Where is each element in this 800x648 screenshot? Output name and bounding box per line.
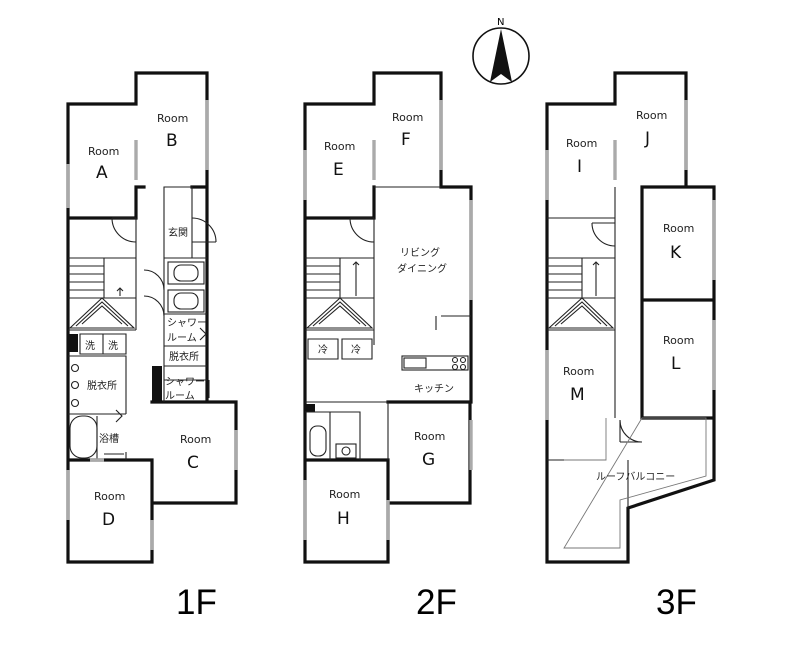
fridge-label-1: 冷 (318, 343, 328, 356)
fridges-icon (307, 338, 373, 360)
room-d-name: Room (94, 490, 125, 503)
dressing-room-right-label: 脱衣所 (169, 350, 199, 363)
floor-1f (66, 71, 238, 564)
room-e-letter: E (333, 160, 344, 180)
bathtub-icon (69, 415, 127, 460)
room-h-letter: H (337, 509, 350, 529)
room-f-letter: F (401, 130, 411, 150)
kitchen-counter-icon (401, 355, 469, 371)
shower-rooms-1f (164, 313, 210, 398)
door-room-e-icon (349, 217, 375, 243)
room-a-letter: A (96, 163, 108, 183)
floor-2f (303, 71, 473, 564)
room-c-letter: C (187, 453, 199, 473)
stairs-2f-icon (305, 257, 374, 329)
shower-room-bottom-label-2: ルーム (165, 390, 195, 402)
corridor-1f (163, 186, 207, 402)
room-e-name: Room (324, 140, 355, 153)
room-c-name: Room (180, 433, 211, 446)
room-k-letter: K (670, 243, 682, 263)
compass-ring-icon (472, 27, 530, 85)
room-m-name: Room (563, 365, 594, 378)
room-j-letter: J (644, 129, 650, 149)
wall-block-1f (152, 366, 162, 402)
room-g-name: Room (414, 430, 445, 443)
toilet-2f-icon (305, 404, 361, 460)
room-k-name: Room (663, 222, 694, 235)
room-g-letter: G (422, 450, 435, 470)
room-l-letter: L (671, 354, 681, 374)
bathtub-label: 浴槽 (99, 432, 119, 445)
shower-room-bottom-label-1: シャワー (165, 377, 205, 388)
compass: N (472, 17, 530, 85)
windows-3f (545, 100, 716, 420)
kitchen-label: キッチン (414, 383, 454, 395)
room-j-name: Room (636, 109, 667, 122)
roof-balcony-label: ルーフバルコニー (596, 471, 675, 483)
fridge-label-2: 冷 (351, 343, 361, 356)
floor-label-2f: 2F (416, 583, 457, 622)
stairs-3f-icon (547, 257, 615, 329)
partitions-2f (305, 186, 441, 460)
floor-3f (545, 71, 716, 564)
stairs-1f-icon (68, 257, 136, 329)
room-i-letter: I (577, 157, 582, 177)
windows-1f (66, 100, 238, 550)
living-label-2: ダイニング (397, 262, 447, 275)
room-b-name: Room (157, 112, 188, 125)
room-i-name: Room (566, 137, 597, 150)
room-a-name: Room (88, 145, 119, 158)
toilets-1f-icon (143, 261, 205, 317)
room-h-name: Room (329, 488, 360, 501)
balcony-outline (563, 417, 707, 549)
compass-north-label: N (497, 17, 504, 28)
room-d-letter: D (102, 510, 115, 530)
shower-room-top-label-1: シャワー (167, 318, 207, 329)
room-l-name: Room (663, 334, 694, 347)
door-balcony-icon (619, 419, 643, 443)
hall-1f (68, 218, 137, 331)
windows-2f (303, 100, 473, 540)
room-m-letter: M (570, 385, 585, 405)
room-b-letter: B (166, 131, 178, 151)
dressing-room-left-label: 脱衣所 (87, 379, 117, 392)
entrance-door-icon (191, 217, 217, 243)
door-room-a-icon (111, 217, 137, 243)
dressing-area-left (68, 333, 127, 423)
floor-label-1f: 1F (176, 583, 217, 622)
floor-label-3f: 3F (656, 583, 697, 622)
shower-room-top-label-2: ルーム (167, 332, 197, 344)
room-f-name: Room (392, 111, 423, 124)
north-arrow-icon (490, 29, 512, 82)
washer-label-1: 洗 (85, 340, 95, 352)
washer-label-2: 洗 (108, 340, 118, 352)
entrance-label: 玄関 (168, 226, 188, 239)
door-hall-3f-icon (591, 222, 616, 247)
living-label-1: リビング (400, 246, 440, 259)
kitchen-wall-2f (435, 315, 471, 330)
